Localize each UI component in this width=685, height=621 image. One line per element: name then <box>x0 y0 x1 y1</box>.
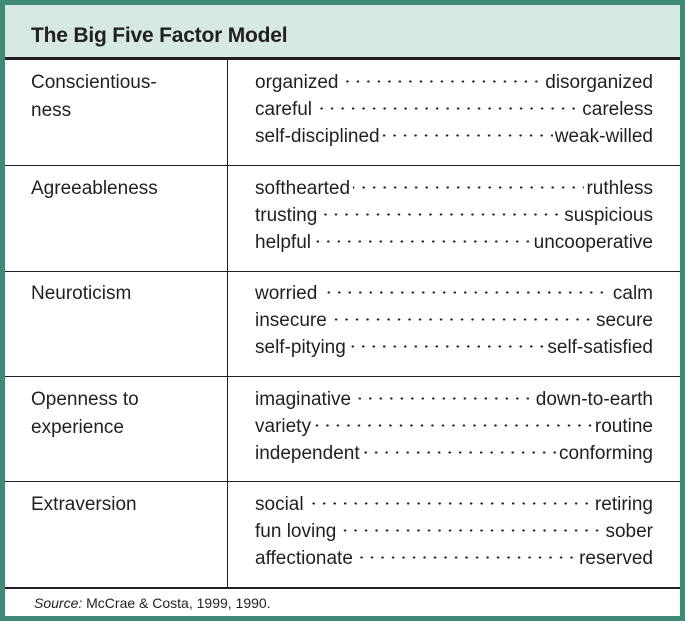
dot-leader <box>353 186 585 189</box>
trait-pair: worried calm <box>255 280 653 308</box>
trait-pair: softhearted ruthless <box>255 175 653 203</box>
dot-leader <box>355 556 578 559</box>
row-divider <box>5 376 680 377</box>
column-divider <box>227 60 228 587</box>
trait-pole-right: retiring <box>594 494 653 515</box>
dot-leader <box>348 345 546 348</box>
trait-pole-right: weak-willed <box>554 126 653 147</box>
factor-name: Openness to experience <box>31 389 139 438</box>
dot-leader <box>362 451 557 454</box>
dot-leader <box>314 240 532 243</box>
dot-leader <box>320 291 611 294</box>
trait-pole-right: disorganized <box>545 72 653 93</box>
trait-pole-right: reserved <box>579 548 653 569</box>
trait-pole-right: calm <box>612 283 653 304</box>
trait-pole-right: routine <box>594 416 653 437</box>
trait-pole-left: social <box>255 494 304 515</box>
trait-pair: fun loving sober <box>255 518 653 546</box>
title-bar: The Big Five Factor Model <box>5 5 680 57</box>
dot-leader <box>313 424 593 427</box>
dot-leader <box>329 318 594 321</box>
trait-pair: careful careless <box>255 96 653 124</box>
dot-leader <box>320 213 563 216</box>
trait-pole-left: fun loving <box>255 521 337 542</box>
row-divider <box>5 481 680 482</box>
trait-pair: variety routine <box>255 413 653 441</box>
title-divider <box>5 57 680 60</box>
trait-pole-right: conforming <box>559 443 653 464</box>
dot-leader <box>382 134 553 137</box>
trait-pole-right: secure <box>595 310 653 331</box>
trait-pole-left: organized <box>255 72 339 93</box>
source-note: Source: McCrae & Costa, 1999, 1990. <box>34 594 271 612</box>
trait-pole-left: affectionate <box>255 548 353 569</box>
trait-pole-left: careful <box>255 99 313 120</box>
trait-pair: insecure secure <box>255 307 653 335</box>
trait-pair: affectionate reserved <box>255 545 653 573</box>
trait-pair: trusting suspicious <box>255 202 653 230</box>
trait-pole-left: trusting <box>255 205 318 226</box>
trait-pole-left: self-pitying <box>255 337 346 358</box>
trait-pole-left: imaginative <box>255 389 352 410</box>
dot-leader <box>354 397 534 400</box>
trait-pole-left: helpful <box>255 232 311 253</box>
factor-name: Neuroticism <box>31 283 132 304</box>
trait-pole-right: uncooperative <box>533 232 653 253</box>
trait-pole-left: insecure <box>255 310 327 331</box>
dot-leader <box>306 502 593 505</box>
trait-pole-left: variety <box>255 416 311 437</box>
trait-pole-right: self-satisfied <box>547 337 653 358</box>
trait-pole-left: self-disciplined <box>255 126 380 147</box>
factor-name: Agreeableness <box>31 178 158 199</box>
table-title: The Big Five Factor Model <box>31 24 288 47</box>
table-bottom-rule <box>5 587 680 589</box>
trait-pair: imaginative down-to-earth <box>255 386 653 414</box>
trait-pole-right: down-to-earth <box>535 389 653 410</box>
trait-pole-right: suspicious <box>564 205 653 226</box>
source-citation: McCrae & Costa, 1999, 1990. <box>82 595 271 611</box>
source-label: Source: <box>34 595 83 611</box>
factor-name: Conscientious- ness <box>31 72 157 121</box>
trait-pair: social retiring <box>255 491 653 519</box>
trait-pair: self-disciplined weak-willed <box>255 123 653 151</box>
trait-pair: independent conforming <box>255 440 653 468</box>
trait-pole-right: careless <box>582 99 653 120</box>
trait-pair: helpful uncooperative <box>255 229 653 257</box>
trait-pair: self-pitying self-satisfied <box>255 334 653 362</box>
dot-leader <box>339 529 604 532</box>
factor-name: Extraversion <box>31 494 137 515</box>
dot-leader <box>315 107 581 110</box>
row-divider <box>5 165 680 166</box>
trait-pole-right: sober <box>605 521 653 542</box>
trait-pole-left: softhearted <box>255 178 351 199</box>
row-divider <box>5 271 680 272</box>
trait-pair: organized disorganized <box>255 69 653 97</box>
trait-pole-left: worried <box>255 283 318 304</box>
trait-pole-left: independent <box>255 443 360 464</box>
trait-pole-right: ruthless <box>586 178 653 199</box>
dot-leader <box>341 80 544 83</box>
